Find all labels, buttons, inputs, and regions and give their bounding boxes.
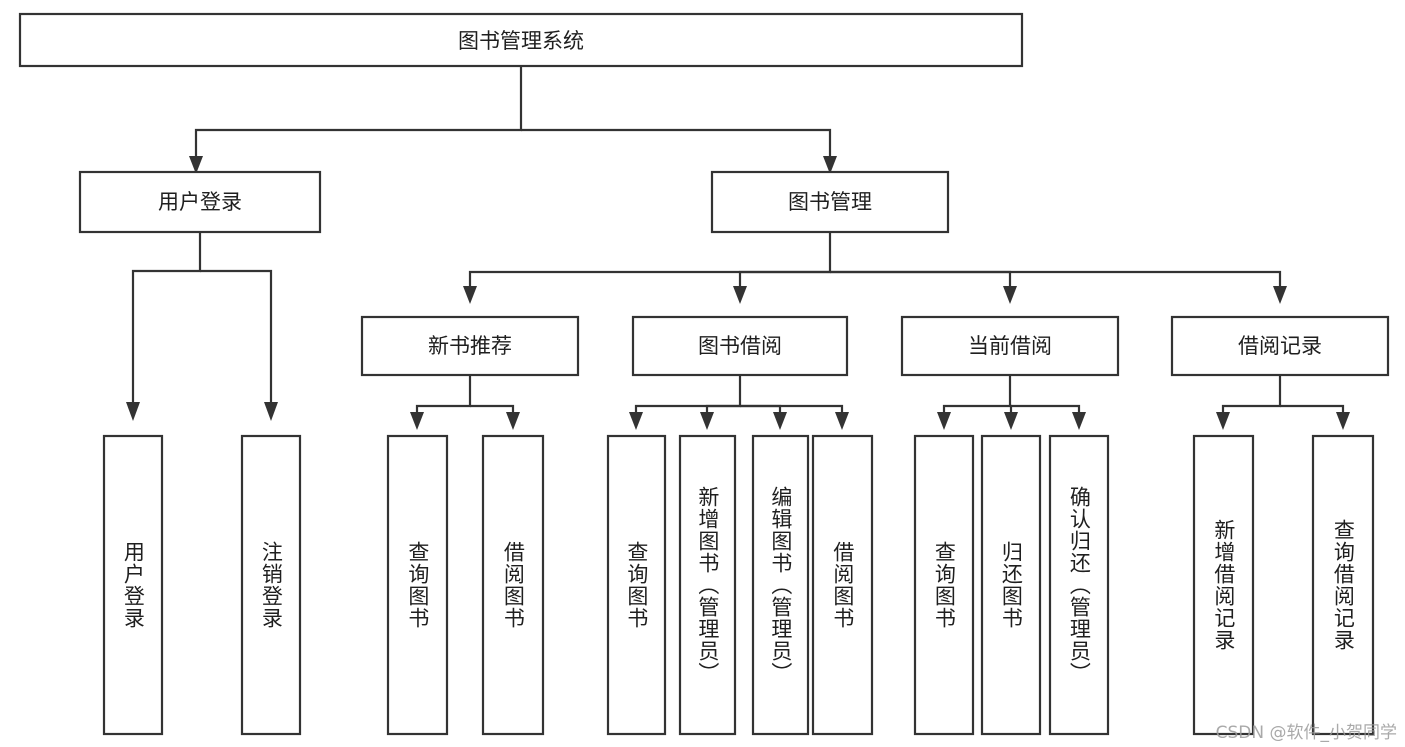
connector-root-to-level1 (194, 66, 832, 158)
arrow-to-leaf-user-login (126, 402, 140, 421)
node-leaf-add-book-box[interactable] (678, 434, 737, 736)
edge-bm-currentborrow (830, 270, 1012, 288)
node-borrow-record-box[interactable] (1170, 315, 1390, 377)
edge-bb-leaf4 (740, 404, 844, 415)
node-root-box[interactable] (18, 12, 1024, 68)
node-current-borrow-box[interactable] (900, 315, 1120, 377)
arrow-to-leaf-query-book-cur (937, 412, 951, 430)
arrow-to-borrow-record (1273, 286, 1287, 304)
arrow-to-leaf-query-book-rec (410, 412, 424, 430)
arrow-to-new-book-rec (463, 286, 477, 304)
arrow-to-user-login (189, 156, 203, 174)
node-leaf-borrow-book-box[interactable] (811, 434, 874, 736)
arrow-to-leaf-return-book (1004, 412, 1018, 430)
connector-bookborrow-to-leaves (629, 375, 849, 430)
edge-cb-leaf1 (942, 375, 1012, 415)
node-new-book-rec[interactable]: 新书推荐 (360, 315, 580, 377)
node-book-manage-box[interactable] (710, 170, 950, 234)
node-leaf-borrow-book-rec-box[interactable] (481, 434, 545, 736)
arrowheads-level1 (189, 156, 837, 174)
edge-bm-newbook (468, 232, 832, 288)
arrow-to-leaf-query-book-borrow (629, 412, 643, 430)
node-book-manage-label: 图书管理 (788, 190, 872, 214)
arrow-to-leaf-add-record (1216, 412, 1230, 430)
node-leaf-query-book-borrow-box[interactable] (606, 434, 667, 736)
edge-cb-leaf3 (1010, 404, 1081, 415)
arrow-to-leaf-add-book (700, 412, 714, 430)
arrow-to-leaf-logout (264, 402, 278, 421)
edge-user-login-leaf1 (131, 232, 202, 404)
edge-user-login-leaf2 (200, 269, 273, 404)
connector-user-login-to-leaves (126, 232, 278, 421)
node-book-borrow-box[interactable] (631, 315, 849, 377)
node-leaf-query-book-rec-box[interactable] (386, 434, 449, 736)
connector-currentborrow-to-leaves (937, 375, 1086, 430)
node-book-borrow-label: 图书借阅 (698, 334, 782, 358)
edge-bb-leaf1 (634, 375, 742, 415)
connector-newbook-to-leaves (410, 375, 520, 430)
arrow-to-leaf-borrow-book-rec (506, 412, 520, 430)
arrow-to-leaf-edit-book (773, 412, 787, 430)
leaf-boxes (102, 434, 1375, 736)
edge-nb-leaf1 (415, 375, 472, 415)
node-new-book-rec-box[interactable] (360, 315, 580, 377)
node-current-borrow[interactable]: 当前借阅 (900, 315, 1120, 377)
node-leaf-return-book-box[interactable] (980, 434, 1042, 736)
node-book-manage[interactable]: 图书管理 (710, 170, 950, 234)
node-leaf-query-book-cur-box[interactable] (913, 434, 975, 736)
edge-bm-bookborrow (738, 270, 830, 288)
edge-br-leaf2 (1280, 404, 1345, 415)
node-book-borrow[interactable]: 图书借阅 (631, 315, 849, 377)
node-leaf-confirm-return-box[interactable] (1048, 434, 1110, 736)
node-user-login-box[interactable] (78, 170, 322, 234)
arrow-to-leaf-query-record (1336, 412, 1350, 430)
node-root[interactable]: 图书管理系统 (18, 12, 1024, 68)
edge-nb-leaf2 (470, 404, 515, 415)
arrow-to-current-borrow (1003, 286, 1017, 304)
arrow-to-leaf-borrow-book (835, 412, 849, 430)
edge-br-leaf1 (1221, 375, 1282, 415)
node-user-login[interactable]: 用户登录 (78, 170, 322, 234)
node-user-login-label: 用户登录 (158, 190, 242, 214)
node-borrow-record-label: 借阅记录 (1238, 334, 1322, 358)
node-leaf-edit-book-box[interactable] (751, 434, 810, 736)
connector-book-manage-to-level2 (463, 232, 1287, 304)
node-current-borrow-label: 当前借阅 (968, 334, 1052, 358)
connector-borrowrecord-to-leaves (1216, 375, 1350, 430)
csdn-watermark: CSDN @软件_小贺同学 (1215, 723, 1397, 743)
node-new-book-rec-label: 新书推荐 (428, 334, 512, 358)
node-leaf-add-record-box[interactable] (1192, 434, 1255, 736)
node-borrow-record[interactable]: 借阅记录 (1170, 315, 1390, 377)
edge-bm-borrowrecord (830, 270, 1282, 288)
edge-root-user-login (194, 66, 523, 158)
arrow-to-leaf-confirm-return (1072, 412, 1086, 430)
node-leaf-logout-box[interactable] (240, 434, 302, 736)
node-leaf-user-login-box[interactable] (102, 434, 164, 736)
node-root-label: 图书管理系统 (458, 29, 584, 53)
arrow-to-book-manage (823, 156, 837, 174)
arrow-to-book-borrow (733, 286, 747, 304)
node-leaf-query-record-box[interactable] (1311, 434, 1375, 736)
edge-root-book-manage (521, 128, 832, 158)
